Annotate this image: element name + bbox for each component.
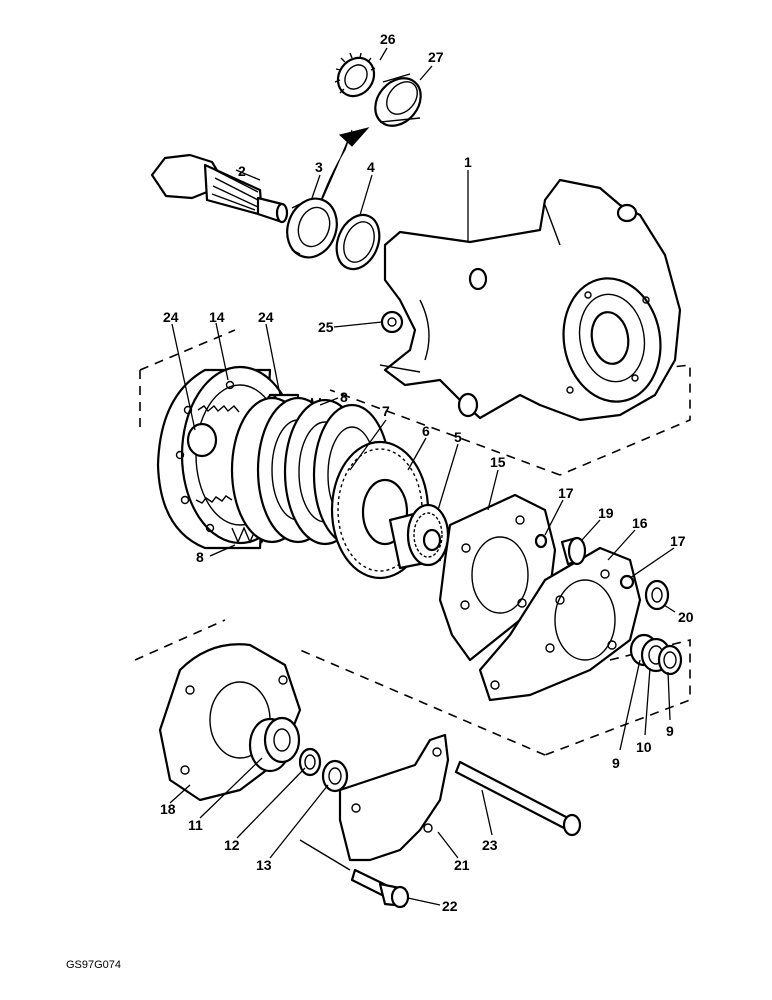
upper-assembly-outline (139, 329, 691, 476)
bushing-20 (644, 579, 670, 611)
dowel-17-a (534, 533, 548, 549)
callout-9-right: 9 (666, 723, 674, 739)
callout-11: 11 (188, 817, 203, 833)
long-bolt-23 (454, 760, 582, 837)
callout-14: 14 (209, 309, 225, 325)
callout-1: 1 (464, 154, 472, 170)
washer-12 (298, 747, 322, 777)
callout-2: 2 (238, 163, 246, 179)
leader-lines (169, 47, 676, 906)
dowel-17-b (619, 574, 635, 590)
cover-plate-16 (478, 546, 642, 702)
callout-24-right: 24 (258, 309, 274, 325)
callout-7: 7 (382, 403, 390, 419)
callout-23: 23 (482, 837, 498, 853)
callout-4: 4 (367, 159, 375, 175)
callout-10: 10 (636, 739, 652, 755)
callout-5: 5 (454, 429, 462, 445)
callout-12: 12 (224, 837, 240, 853)
callout-15: 15 (490, 454, 506, 470)
callout-16: 16 (632, 515, 648, 531)
bushing-19 (560, 536, 587, 566)
plug-25 (380, 310, 404, 334)
callout-26: 26 (380, 31, 396, 47)
pin-13-line (299, 839, 351, 871)
bolt-22 (350, 868, 410, 909)
pinion-gear-5 (388, 503, 450, 570)
callout-17-a: 17 (558, 485, 574, 501)
callout-9-left: 9 (612, 755, 620, 771)
callout-8-upper: 8 (340, 389, 348, 405)
callout-19: 19 (598, 505, 614, 521)
callout-24-left: 24 (163, 309, 179, 325)
callout-8-lower: 8 (196, 549, 204, 565)
o-ring-4 (335, 213, 381, 271)
bearing-cup-27 (374, 73, 422, 127)
callout-27: 27 (428, 49, 444, 65)
callout-18: 18 (160, 801, 176, 817)
spring-8-lower (231, 526, 269, 544)
callout-25: 25 (318, 319, 334, 335)
callout-17-b: 17 (670, 533, 686, 549)
callout-6: 6 (422, 423, 430, 439)
callout-13: 13 (256, 857, 272, 873)
callout-3: 3 (315, 159, 323, 175)
callout-21: 21 (454, 857, 470, 873)
nut-13 (321, 759, 349, 793)
figure-code: GS97G074 (66, 959, 121, 971)
oil-seal-3 (286, 197, 338, 259)
callout-22: 22 (442, 898, 458, 914)
tapered-roller-bearing-26 (334, 52, 376, 98)
pinion-shaft-2 (150, 153, 289, 224)
bracket-21 (338, 733, 450, 862)
gearbox-housing-1 (379, 178, 682, 422)
bearing-11 (248, 716, 301, 773)
seal-bearing-stack-9-10 (629, 633, 683, 676)
lower-assembly-outline (134, 619, 691, 756)
assembly-arrow (317, 127, 370, 209)
callout-20: 20 (678, 609, 694, 625)
